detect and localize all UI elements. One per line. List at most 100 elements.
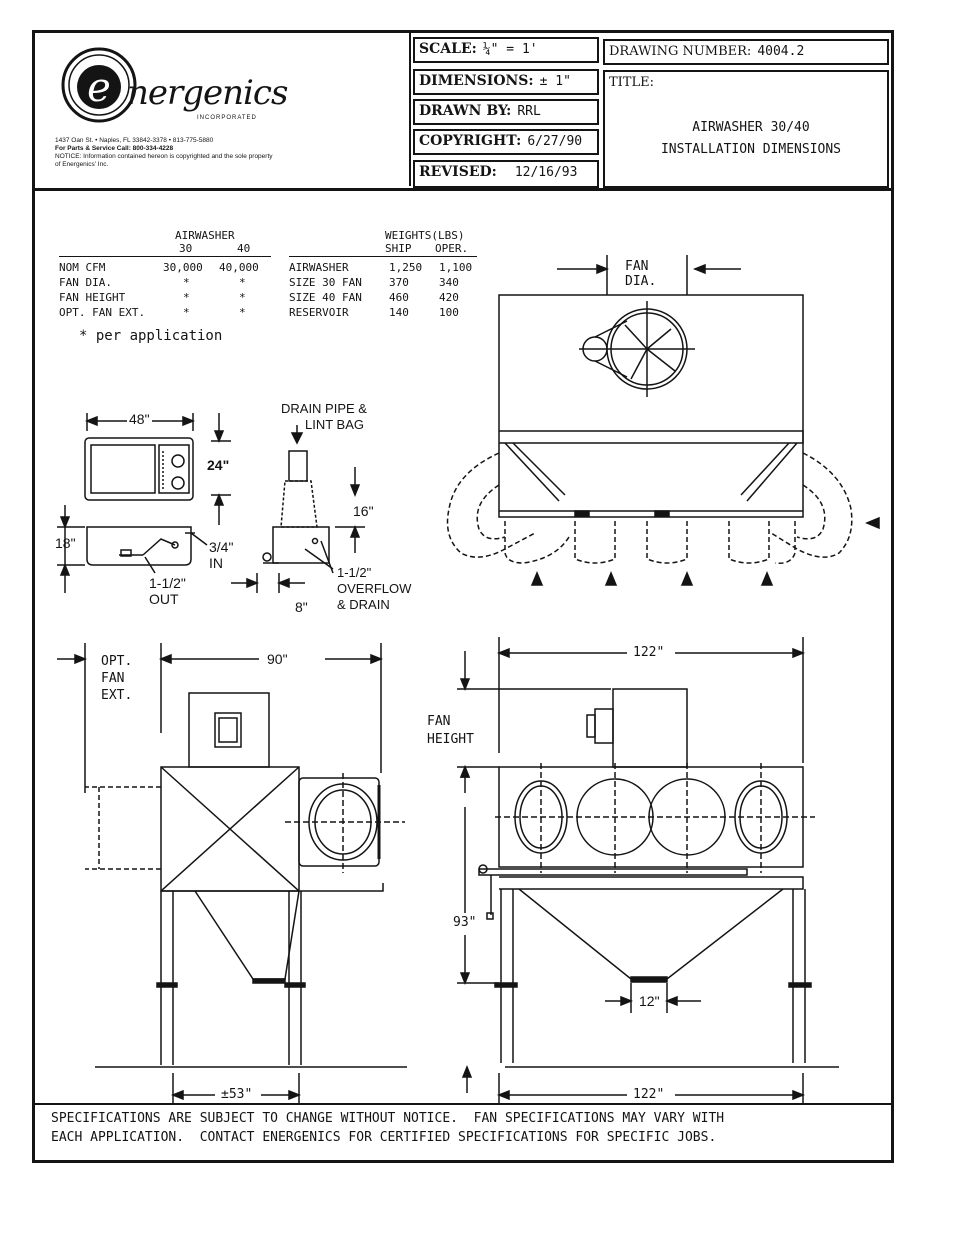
weights-cell-oper: 420 xyxy=(439,291,459,304)
dim-reservoir-height: 18" xyxy=(55,535,76,551)
spec-cell-v40: 40,000 xyxy=(219,261,259,274)
dim-opt-fan-ext-3: EXT. xyxy=(101,688,133,703)
title-label: TITLE: xyxy=(609,75,654,90)
title-line-1: AIRWASHER 30/40 xyxy=(692,120,810,135)
weights-cell-ship: 460 xyxy=(389,291,409,304)
spec-cell-v30: * xyxy=(183,276,190,289)
dim-drain-offset: 8" xyxy=(295,599,308,615)
footer-line-2: EACH APPLICATION. CONTACT ENERGENICS FOR… xyxy=(51,1130,717,1145)
drawing-number-label: DRAWING NUMBER: xyxy=(609,44,752,59)
weights-cell-label: SIZE 30 FAN xyxy=(289,276,362,289)
dim-drain-height: 16" xyxy=(353,503,374,519)
weights-col-oper: OPER. xyxy=(435,242,469,255)
dim-fan-dia: FAN DIA. xyxy=(625,259,656,289)
dim-opt-fan-ext-2: FAN xyxy=(101,671,125,686)
per-application-note: * per application xyxy=(79,328,223,344)
spec-cell-v40: * xyxy=(239,291,246,304)
logo-incorporated: INCORPORATED xyxy=(197,115,257,121)
dim-side-width: 90" xyxy=(267,651,288,667)
footer-line-1: SPECIFICATIONS ARE SUBJECT TO CHANGE WIT… xyxy=(51,1111,725,1126)
drawing-title: AIRWASHER 30/40 INSTALLATION DIMENSIONS xyxy=(623,117,879,161)
copyright-cell: COPYRIGHT:6/27/90 xyxy=(413,129,599,155)
spec-col-40: 40 xyxy=(237,242,251,255)
dim-drain-pipe: DRAIN PIPE & LINT BAG xyxy=(281,401,367,433)
revised-cell: REVISED: 12/16/93 xyxy=(413,160,599,188)
weights-cell-oper: 1,100 xyxy=(439,261,473,274)
spec-col-30: 30 xyxy=(179,242,193,255)
weights-col-ship: SHIP xyxy=(385,242,412,255)
dim-side-base: ±53" xyxy=(221,1087,253,1102)
company-notice-2: of Energenics' Inc. xyxy=(55,161,109,168)
drawing-sheet: e nergenics INCORPORATED 1437 Oan St. • … xyxy=(32,30,894,1163)
spec-cell-label: FAN DIA. xyxy=(59,276,112,289)
spec-cell-label: FAN HEIGHT xyxy=(59,291,126,304)
company-notice-1: NOTICE: Information contained hereon is … xyxy=(55,153,273,160)
weights-heading: WEIGHTS(LBS) xyxy=(385,229,465,242)
drawing-number-cell: DRAWING NUMBER: 4004.2 xyxy=(603,39,889,65)
drawn-by-label: DRAWN BY: xyxy=(419,103,512,119)
dim-outlet: 1-1/2" OUT xyxy=(149,575,186,607)
logo-block: e nergenics INCORPORATED 1437 Oan St. • … xyxy=(35,33,411,186)
weights-cell-label: SIZE 40 FAN xyxy=(289,291,362,304)
weights-row: SIZE 30 FAN 370 340 xyxy=(289,276,489,291)
scale-value: ¼" = 1' xyxy=(482,42,538,57)
spec-cell-v40: * xyxy=(239,306,246,319)
dimensions-label: DIMENSIONS: xyxy=(419,73,534,89)
logo-letter: e xyxy=(87,65,111,111)
drawing-number-value: 4004.2 xyxy=(757,44,805,59)
spec-cell-v30: * xyxy=(183,306,190,319)
footer-disclaimer: SPECIFICATIONS ARE SUBJECT TO CHANGE WIT… xyxy=(51,1109,724,1147)
dim-inlet-size: 3/4" xyxy=(209,539,234,555)
company-parts-line: For Parts & Service Call: 800-334-4228 xyxy=(55,145,174,152)
top-view xyxy=(498,294,804,518)
side-view xyxy=(85,692,407,1068)
weights-cell-oper: 340 xyxy=(439,276,459,289)
dim-front-height: 93" xyxy=(453,915,477,930)
spec-row: NOM CFM 30,000 40,000 xyxy=(59,261,279,276)
dim-inlet-label: IN xyxy=(209,555,223,571)
dim-outlet-size: 1-1/2" xyxy=(149,575,186,591)
scale-cell: SCALE:¼" = 1' xyxy=(413,37,599,63)
dim-fan-height: FAN HEIGHT xyxy=(427,713,474,749)
dimensions-value: ± 1" xyxy=(539,74,571,89)
revised-label: REVISED: xyxy=(419,164,497,180)
spec-cell-v30: * xyxy=(183,291,190,304)
drain-pipe-lint-bag xyxy=(262,450,330,564)
dim-opt-fan-ext: OPT. FAN EXT. xyxy=(101,653,132,704)
spec-cell-v30: 30,000 xyxy=(163,261,203,274)
dim-outlet-label: OUT xyxy=(149,591,179,607)
dim-drain-pipe-2: LINT BAG xyxy=(305,417,365,432)
copyright-label: COPYRIGHT: xyxy=(419,133,522,149)
drawn-by-cell: DRAWN BY: RRL xyxy=(413,99,599,125)
drawn-by-value: RRL xyxy=(517,104,541,119)
dim-overflow: 1-1/2" OVERFLOW & DRAIN xyxy=(337,565,411,613)
control-panel xyxy=(84,437,194,501)
weights-cell-oper: 100 xyxy=(439,306,459,319)
spec-row: FAN DIA. * * xyxy=(59,276,279,291)
weights-cell-ship: 1,250 xyxy=(389,261,423,274)
dim-front-base: 122" xyxy=(633,1087,665,1102)
dim-overflow-size: 1-1/2" xyxy=(337,565,372,580)
spec-cell-label: OPT. FAN EXT. xyxy=(59,306,146,319)
revised-value: 12/16/93 xyxy=(514,165,578,180)
dim-overflow-drain: & DRAIN xyxy=(337,597,390,612)
dim-drain-pipe-1: DRAIN PIPE & xyxy=(281,401,367,416)
logo-wordmark: nergenics xyxy=(127,73,288,113)
dim-hopper-outlet: 12" xyxy=(639,993,660,1009)
spec-cell-label: NOM CFM xyxy=(59,261,106,274)
weights-cell-label: RESERVOIR xyxy=(289,306,349,319)
spec-row: OPT. FAN EXT. * * xyxy=(59,306,279,321)
weights-row: SIZE 40 FAN 460 420 xyxy=(289,291,489,306)
door-swing-outlines xyxy=(446,452,853,565)
dim-fan-height-1: FAN xyxy=(427,714,451,729)
weights-cell-ship: 370 xyxy=(389,276,409,289)
spec-heading: AIRWASHER xyxy=(175,229,235,242)
dim-fan-height-2: HEIGHT xyxy=(427,732,474,747)
company-address: 1437 Oan St. • Naples, FL 33842-3378 • 8… xyxy=(55,137,214,144)
spec-cell-v40: * xyxy=(239,276,246,289)
dim-front-width: 122" xyxy=(633,645,665,660)
dim-fan-dia-1: FAN xyxy=(625,259,649,274)
